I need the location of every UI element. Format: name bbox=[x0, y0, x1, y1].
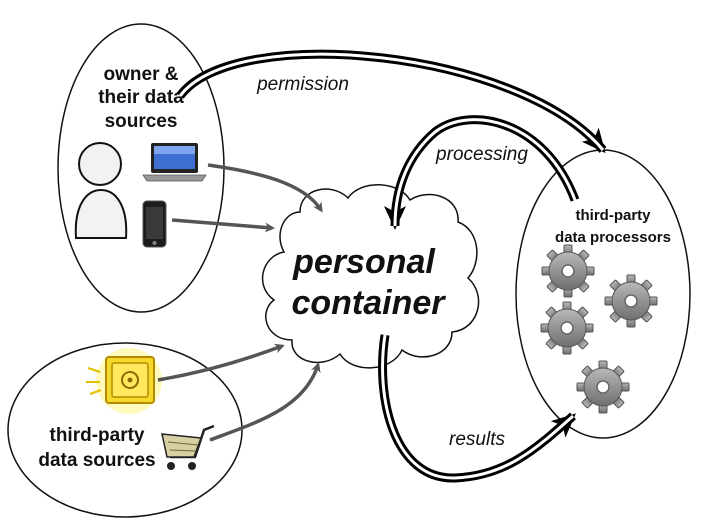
processors-label-line2: data processors bbox=[555, 229, 671, 246]
sources-label-line1: third-party bbox=[50, 425, 145, 446]
processors-label-line1: third-party bbox=[576, 207, 652, 224]
permission-arrow bbox=[176, 49, 607, 154]
safe-icon bbox=[86, 348, 162, 414]
gear-icon bbox=[541, 244, 595, 298]
phone-icon bbox=[142, 200, 167, 248]
container-label-line2: container bbox=[291, 284, 446, 322]
shopping-cart-icon bbox=[161, 424, 215, 470]
laptop-to-container-arrow bbox=[207, 163, 323, 213]
container-label-line1: personal bbox=[292, 243, 436, 281]
owner-label-line3: sources bbox=[105, 111, 178, 132]
owner-label-line2: their data bbox=[98, 87, 184, 108]
processing-label: processing bbox=[435, 144, 528, 165]
gear-icon bbox=[604, 274, 658, 328]
gear-icon bbox=[540, 301, 594, 355]
phone-to-container-arrow bbox=[171, 218, 275, 233]
results-arrow bbox=[378, 334, 577, 483]
safe-to-container-arrow bbox=[157, 343, 285, 382]
permission-label: permission bbox=[256, 74, 349, 95]
processing-arrow bbox=[384, 115, 580, 230]
cart-to-container-arrow bbox=[209, 362, 321, 442]
sources-ellipse bbox=[7, 342, 243, 518]
owner-label-line1: owner & bbox=[104, 64, 179, 85]
laptop-icon bbox=[142, 143, 207, 182]
person-icon bbox=[74, 142, 128, 239]
results-label: results bbox=[449, 429, 505, 450]
sources-label-line2: data sources bbox=[38, 450, 155, 471]
gear-icon bbox=[576, 360, 630, 414]
